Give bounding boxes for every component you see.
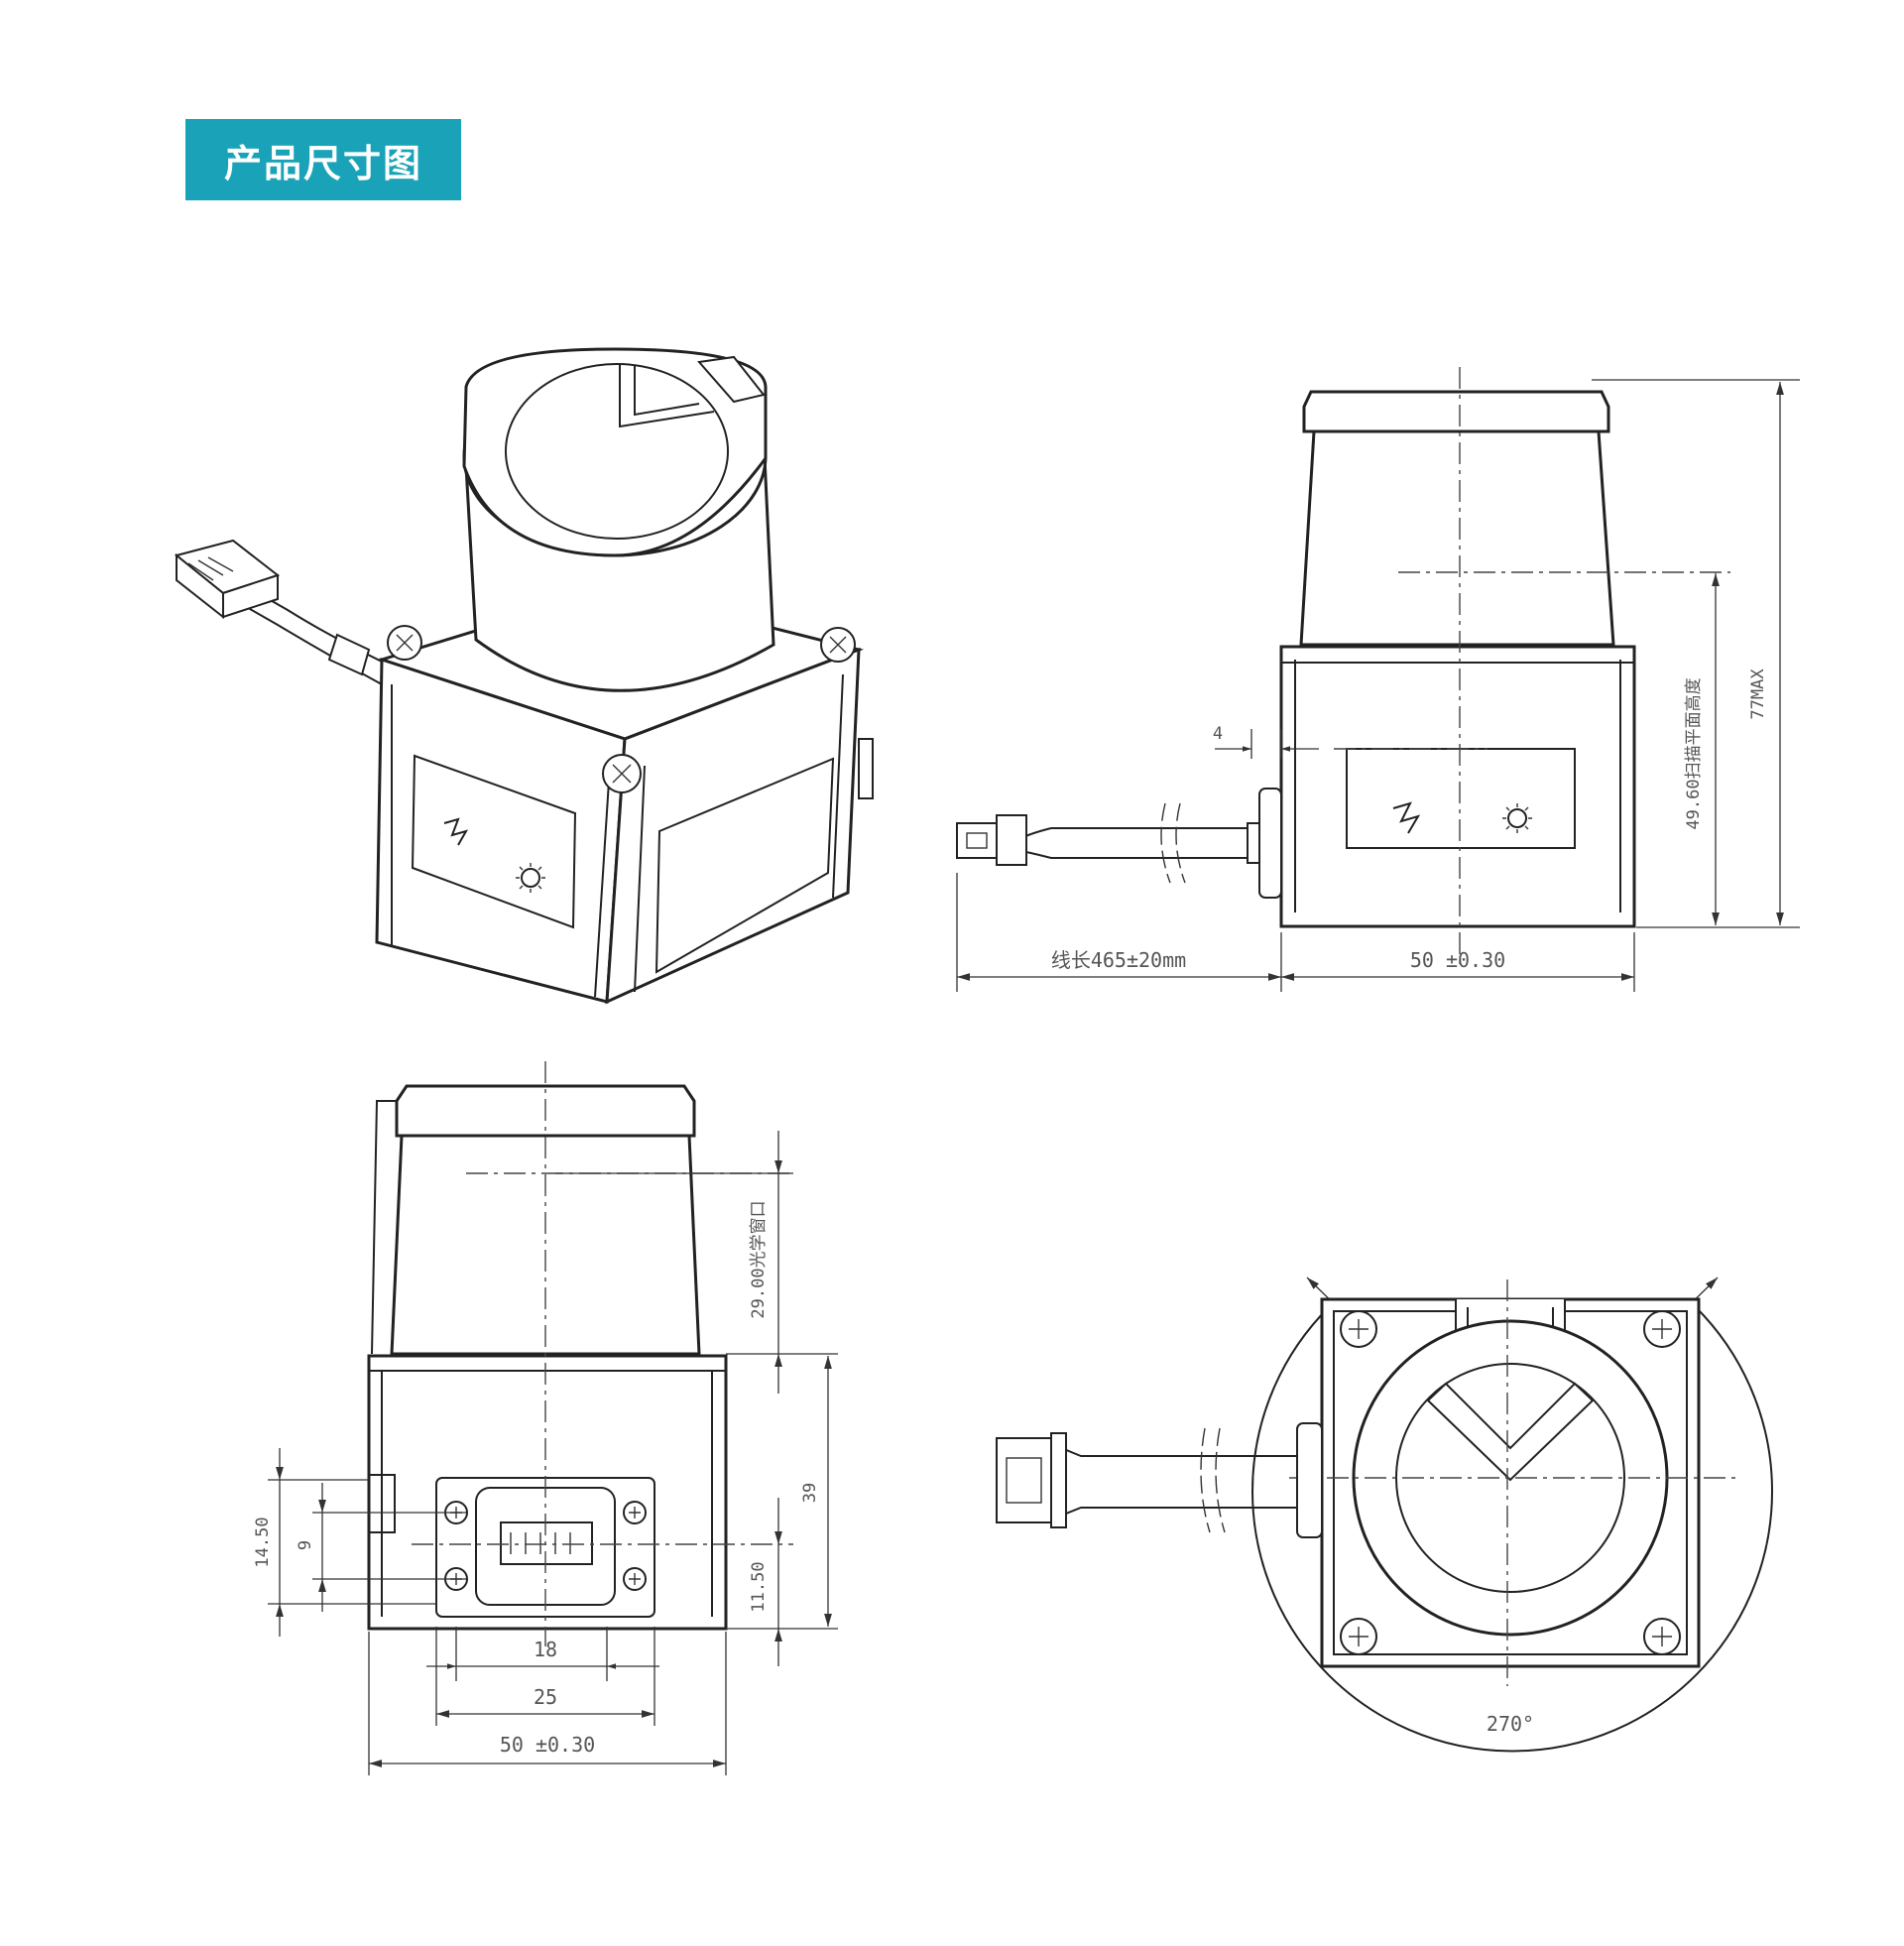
page-title: 产品尺寸图 — [223, 141, 422, 185]
front-window — [390, 1134, 701, 1356]
dim-18: 18 — [534, 1638, 557, 1661]
side-connector — [956, 814, 1027, 866]
dim-max-height: 77MAX — [1748, 669, 1768, 720]
iso-right-panel — [654, 757, 835, 974]
iso-screws — [387, 625, 856, 793]
top-connector — [996, 1432, 1067, 1528]
dim-offset: 4 — [1213, 724, 1223, 744]
page-title-box: 产品尺寸图 — [185, 119, 461, 200]
dim-connector-offset: 11.50 — [749, 1561, 769, 1612]
top-screws — [1340, 1310, 1681, 1655]
power-icon — [1392, 801, 1421, 834]
side-panel — [1346, 748, 1576, 849]
dim-scan-plane-height: 49.60扫描平面高度 — [1684, 677, 1704, 829]
scan-arc — [1251, 1306, 1773, 1753]
dim-cable-length: 线长465±20mm — [1051, 948, 1186, 972]
dim-body-height: 39 — [800, 1483, 820, 1503]
side-cap — [1302, 390, 1610, 433]
dim-25: 25 — [534, 1685, 557, 1709]
power-icon — [443, 817, 469, 846]
iso-window-notch — [619, 365, 715, 428]
dim-14-5: 14.50 — [253, 1517, 273, 1567]
top-window — [1426, 1382, 1595, 1482]
iso-left-panel — [411, 754, 577, 929]
iso-cable — [252, 589, 383, 663]
gear-icon — [516, 863, 545, 893]
side-window — [1299, 429, 1615, 647]
top-view: 270° — [996, 1277, 1773, 1753]
isometric-view — [174, 347, 874, 1005]
front-view: 29.00光学窗口 39 11.50 14.50 9 18 25 50 ±0.3… — [253, 1061, 838, 1775]
iso-connector — [174, 539, 281, 620]
dim-window-height: 29.00光学窗口 — [749, 1200, 769, 1318]
gear-icon — [1502, 803, 1532, 833]
dim-side-width: 50 ±0.30 — [1410, 948, 1505, 972]
iso-cap-face — [505, 363, 729, 540]
dim-9: 9 — [296, 1540, 315, 1550]
dim-front-width: 50 ±0.30 — [500, 1733, 595, 1757]
front-screws — [444, 1501, 647, 1591]
side-view: 77MAX 49.60扫描平面高度 4 线长465±20mm 50 ±0.30 — [956, 367, 1800, 992]
dim-scan-angle: 270° — [1487, 1712, 1534, 1736]
